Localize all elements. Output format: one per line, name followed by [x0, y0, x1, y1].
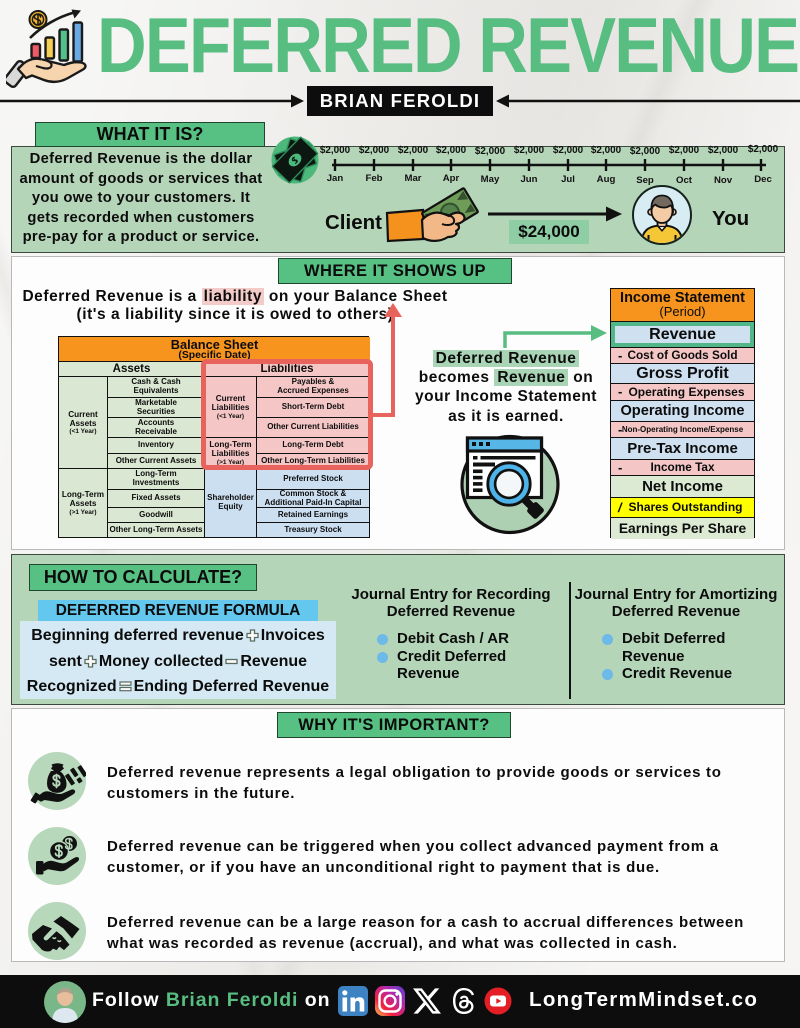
svg-text:$2,000: $2,000 [553, 145, 584, 156]
svg-text:Jul: Jul [561, 174, 575, 185]
svg-text:$2,000: $2,000 [514, 145, 545, 156]
svg-text:$2,000: $2,000 [320, 145, 351, 156]
svg-text:Aug: Aug [597, 174, 616, 185]
svg-text:May: May [481, 174, 500, 185]
svg-text:Oct: Oct [676, 175, 693, 186]
svg-text:Apr: Apr [443, 173, 460, 184]
svg-text:Feb: Feb [365, 173, 382, 184]
svg-text:Jan: Jan [327, 173, 344, 184]
svg-text:$2,000: $2,000 [359, 145, 390, 156]
svg-text:Nov: Nov [714, 175, 733, 186]
svg-text:$2,000: $2,000 [591, 145, 622, 156]
svg-text:Sep: Sep [636, 175, 654, 186]
svg-text:$2,000: $2,000 [669, 145, 700, 156]
svg-text:Mar: Mar [404, 173, 421, 184]
svg-text:$2,000: $2,000 [398, 145, 429, 156]
svg-text:Jun: Jun [520, 174, 537, 185]
svg-text:$2,000: $2,000 [708, 145, 739, 156]
svg-text:$2,000: $2,000 [436, 145, 467, 156]
svg-text:$2,000: $2,000 [630, 146, 661, 157]
svg-text:$2,000: $2,000 [475, 146, 506, 157]
svg-text:Dec: Dec [754, 174, 772, 185]
svg-text:$2,000: $2,000 [748, 144, 778, 155]
